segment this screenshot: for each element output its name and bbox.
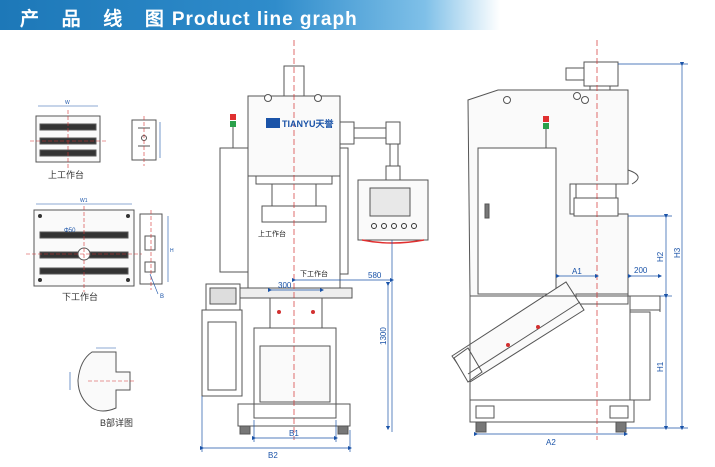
- upper-table-detail: W: [30, 100, 106, 168]
- page-title: 产 品 线 图Product line graph: [20, 4, 358, 31]
- dim-a2: A2: [546, 438, 556, 447]
- dim-580: 580: [368, 271, 382, 280]
- brand-logo-text: TIANYU天誉: [282, 118, 334, 129]
- front-dimensions: [199, 240, 395, 452]
- front-view-machine: [201, 40, 353, 440]
- dim-b2: B2: [268, 451, 278, 460]
- lower-w1-label: W1: [80, 198, 88, 204]
- dim-b1: B1: [289, 429, 299, 438]
- dim-h3: H3: [673, 247, 682, 258]
- phi50-label: Φ50: [64, 228, 76, 234]
- lower-table-side-detail: [139, 210, 169, 295]
- b-marker-label: B: [160, 294, 164, 300]
- dim-200: 200: [634, 266, 648, 275]
- upper-table-detail-label: 上工作台: [48, 169, 84, 180]
- brand-logo: TIANYU天誉: [266, 118, 334, 129]
- dim-h1: H1: [656, 361, 665, 372]
- dim-300: 300: [278, 281, 292, 290]
- lower-h-label: H: [170, 248, 174, 254]
- front-lower-table-label: 下工作台: [300, 269, 328, 278]
- control-arm: [339, 121, 401, 181]
- side-signal-lamp: [543, 116, 549, 148]
- hmi-control-panel: [357, 179, 429, 244]
- lower-table-detail-label: 下工作台: [62, 291, 98, 302]
- title-cn: 产 品 线 图: [20, 8, 172, 30]
- dim-a1: A1: [572, 267, 582, 276]
- title-en: Product line graph: [171, 9, 358, 30]
- b-detail-label: B部详图: [100, 417, 133, 428]
- front-upper-table-label: 上工作台: [258, 229, 286, 238]
- lower-table-detail: W1: [26, 198, 142, 292]
- dim-h2: H2: [656, 251, 665, 262]
- dim-1300: 1300: [379, 327, 388, 345]
- side-view-machine: [451, 40, 661, 440]
- front-signal-lamp: [230, 114, 236, 148]
- upper-w-label: W: [65, 100, 70, 106]
- side-dimensions: [473, 61, 688, 437]
- upper-table-side-detail: [131, 116, 161, 166]
- title-banner: 产 品 线 图Product line graph: [0, 0, 500, 30]
- b-detail-drawing: [69, 347, 134, 412]
